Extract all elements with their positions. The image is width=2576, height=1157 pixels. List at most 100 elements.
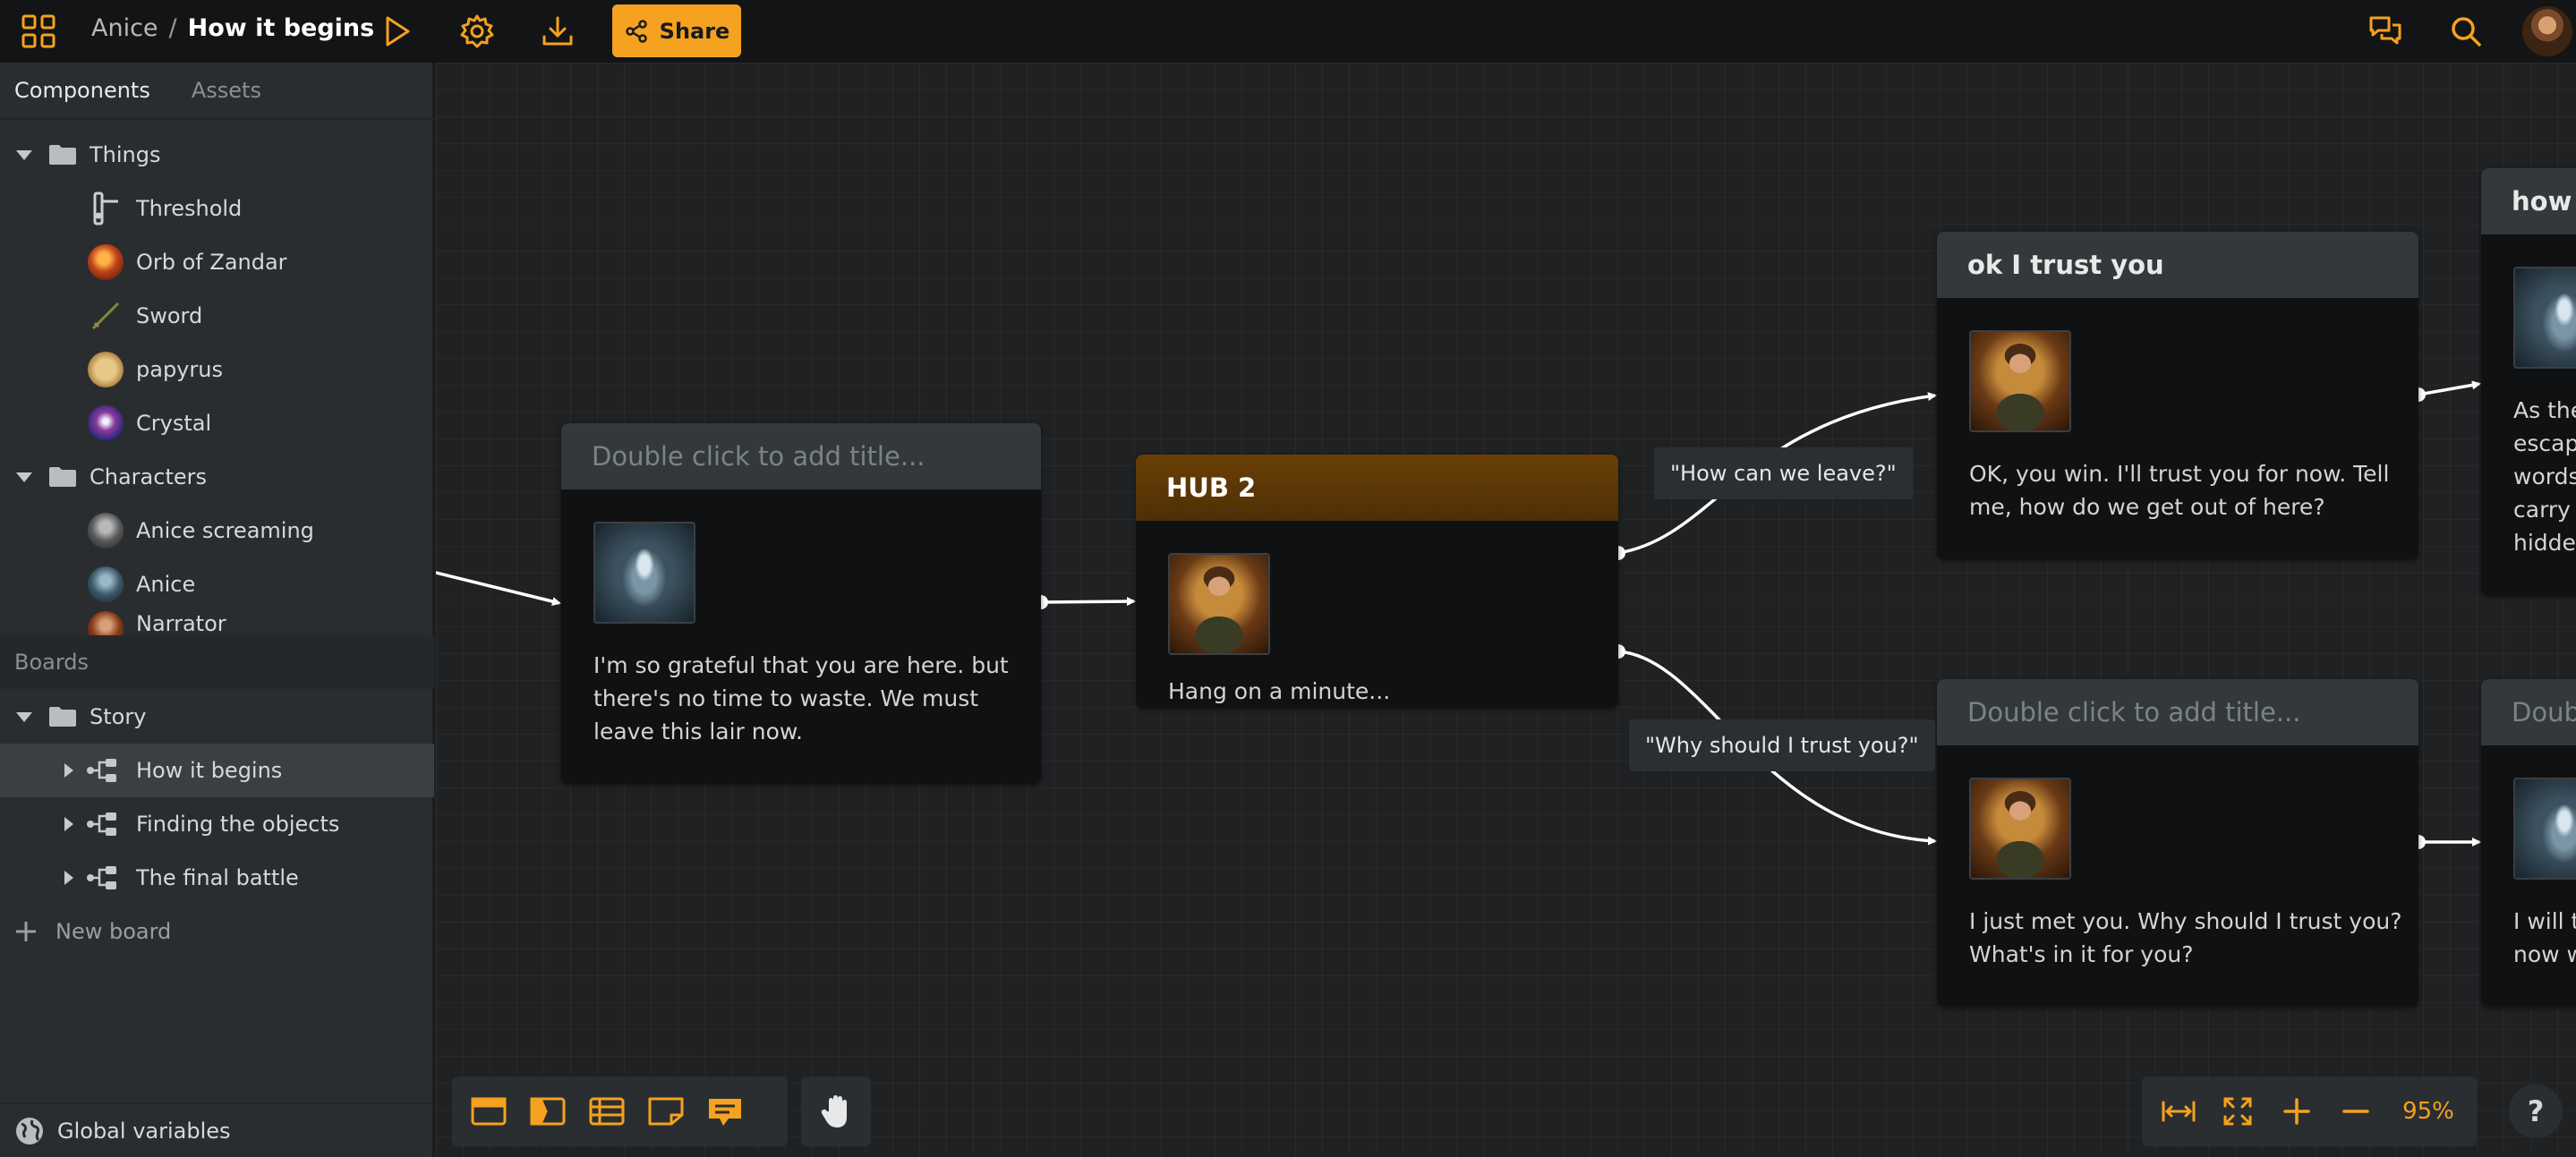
- board-label: The final battle: [136, 865, 299, 890]
- breadcrumb-project[interactable]: Anice: [91, 14, 158, 42]
- edge-incoming: [436, 571, 561, 606]
- node-character-portrait: [2513, 267, 2576, 369]
- component-crystal[interactable]: Crystal: [0, 396, 434, 450]
- pan-hand-button[interactable]: [806, 1082, 866, 1141]
- folder-icon: [49, 707, 76, 727]
- node-dialogue-text[interactable]: I will t now w: [2513, 905, 2576, 971]
- tab-assets[interactable]: Assets: [191, 78, 261, 103]
- node-title[interactable]: ok I trust you: [1937, 232, 2418, 298]
- add-hub-node-button[interactable]: [518, 1082, 577, 1141]
- board-how-it-begins[interactable]: How it begins: [0, 744, 434, 797]
- character-anice[interactable]: Anice: [0, 557, 434, 611]
- zoom-out-button[interactable]: [2326, 1082, 2385, 1141]
- comments-icon[interactable]: [2365, 11, 2406, 52]
- flow-board-icon: [87, 759, 116, 782]
- help-button[interactable]: ?: [2509, 1085, 2563, 1138]
- zoom-in-button[interactable]: [2267, 1082, 2326, 1141]
- node-dialogue-text[interactable]: I just met you. Why should I trust you? …: [1969, 905, 2402, 971]
- pan-toolbar: [801, 1076, 871, 1146]
- sword-thumb: [91, 302, 120, 330]
- dialogue-node-icon: [471, 1097, 507, 1126]
- chevron-right-icon[interactable]: [64, 871, 73, 885]
- crystal-thumb: [88, 405, 124, 441]
- character-anice-screaming[interactable]: Anice screaming: [0, 504, 434, 557]
- fit-screen-icon: [2223, 1097, 2252, 1126]
- board-the-final-battle[interactable]: The final battle: [0, 851, 434, 905]
- zoom-level: 95%: [2402, 1098, 2454, 1125]
- plus-icon: [2283, 1098, 2310, 1125]
- character-narrator[interactable]: Narrator: [0, 604, 434, 636]
- chevron-right-icon[interactable]: [64, 763, 73, 778]
- node-title-placeholder[interactable]: Double click to add title...: [1937, 679, 2418, 745]
- node-dialogue-text[interactable]: As the escap words carry t hidde: [2513, 394, 2576, 559]
- tab-components[interactable]: Components: [14, 78, 150, 103]
- dialogue-node[interactable]: Doub I will t now w: [2481, 679, 2576, 1007]
- download-icon[interactable]: [537, 11, 578, 52]
- fit-width-button[interactable]: [2149, 1082, 2208, 1141]
- node-dialogue-text[interactable]: Hang on a minute...: [1168, 675, 1390, 708]
- dialogue-node[interactable]: how t As the escap words carry t hidde: [2481, 168, 2576, 596]
- text-line: Hang on a minute...: [1168, 678, 1391, 704]
- plus-icon: [16, 922, 36, 941]
- component-papyrus[interactable]: papyrus: [0, 343, 434, 396]
- hub-node[interactable]: HUB 2 Hang on a minute...: [1136, 455, 1618, 708]
- add-note-button[interactable]: [636, 1082, 695, 1141]
- play-icon[interactable]: [376, 11, 417, 52]
- board-canvas[interactable]: Double click to add title... I'm so grat…: [436, 63, 2576, 1157]
- hub-title[interactable]: HUB 2: [1136, 455, 1618, 521]
- component-label: Threshold: [136, 196, 243, 221]
- add-dialogue-node-button[interactable]: [459, 1082, 518, 1141]
- component-orb-of-zandar[interactable]: Orb of Zandar: [0, 235, 434, 289]
- text-line: words: [2513, 464, 2576, 489]
- chevron-right-icon[interactable]: [64, 817, 73, 831]
- text-line: now w: [2513, 941, 2576, 967]
- choice-label[interactable]: "Why should I trust you?": [1629, 719, 1935, 771]
- comment-icon: [709, 1099, 741, 1126]
- edge-n1-hub: [1040, 597, 1136, 607]
- fit-screen-button[interactable]: [2208, 1082, 2267, 1141]
- breadcrumb-separator: /: [168, 14, 177, 42]
- component-sword[interactable]: Sword: [0, 289, 434, 343]
- node-character-portrait: [1969, 330, 2071, 432]
- node-character-portrait: [2513, 778, 2576, 880]
- fit-width-icon: [2162, 1101, 2196, 1122]
- component-label: Sword: [136, 303, 203, 328]
- component-label: Orb of Zandar: [136, 250, 287, 275]
- text-line: I just met you. Why should I trust you?: [1969, 908, 2402, 934]
- dialogue-node[interactable]: Double click to add title... I just met …: [1937, 679, 2418, 1007]
- text-line: there's no time to waste. We must: [593, 685, 979, 711]
- text-line: OK, you win. I'll trust you for now. Tel…: [1969, 461, 2390, 487]
- apps-grid-icon[interactable]: [18, 11, 59, 52]
- add-condition-node-button[interactable]: [577, 1082, 636, 1141]
- text-line: As the: [2513, 397, 2576, 423]
- node-title[interactable]: how t: [2481, 168, 2576, 234]
- user-avatar[interactable]: [2522, 6, 2572, 56]
- share-button[interactable]: Share: [612, 4, 741, 57]
- node-dialogue-text[interactable]: OK, you win. I'll trust you for now. Tel…: [1969, 457, 2389, 523]
- narrator-thumb: [88, 611, 124, 636]
- node-dialogue-text[interactable]: I'm so grateful that you are here. but t…: [593, 649, 1009, 748]
- node-title-placeholder[interactable]: Doub: [2481, 679, 2576, 745]
- folder-story[interactable]: Story: [0, 690, 434, 744]
- hub-node-icon: [530, 1097, 566, 1126]
- text-line: escap: [2513, 430, 2576, 456]
- minus-icon: [2342, 1110, 2369, 1113]
- component-threshold[interactable]: Threshold: [0, 182, 434, 235]
- add-comment-button[interactable]: [695, 1082, 755, 1141]
- papyrus-thumb: [88, 352, 124, 387]
- gear-icon[interactable]: [456, 11, 498, 52]
- search-icon[interactable]: [2445, 11, 2486, 52]
- board-finding-the-objects[interactable]: Finding the objects: [0, 797, 434, 851]
- new-board-button[interactable]: New board: [0, 905, 434, 958]
- node-title-placeholder[interactable]: Double click to add title...: [561, 423, 1041, 489]
- global-variables-button[interactable]: Global variables: [0, 1102, 434, 1157]
- folder-things[interactable]: Things: [0, 128, 434, 182]
- text-line: carry t: [2513, 497, 2576, 523]
- component-label: Crystal: [136, 411, 212, 436]
- dialogue-node[interactable]: Double click to add title... I'm so grat…: [561, 423, 1041, 784]
- anice-thumb: [88, 566, 124, 602]
- choice-label[interactable]: "How can we leave?": [1654, 447, 1913, 499]
- folder-characters[interactable]: Characters: [0, 450, 434, 504]
- dialogue-node[interactable]: ok I trust you OK, you win. I'll trust y…: [1937, 232, 2418, 559]
- folder-things-label: Things: [90, 142, 161, 167]
